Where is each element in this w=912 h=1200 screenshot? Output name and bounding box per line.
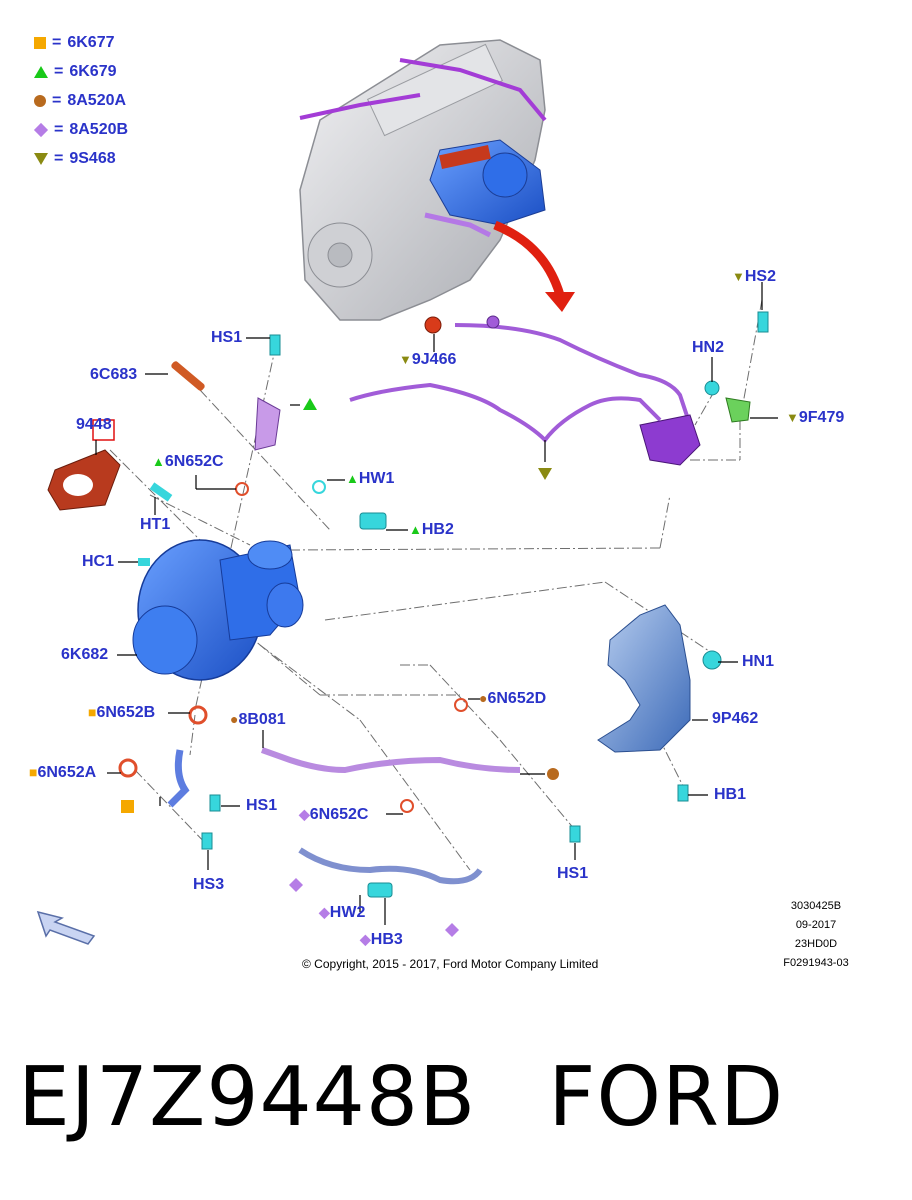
circle-icon: [34, 95, 46, 107]
diamond-icon: ◆: [299, 806, 310, 822]
label-text: HW2: [329, 904, 366, 921]
fasteners: [118, 311, 769, 898]
legend-label: 6K677: [67, 34, 115, 51]
actuator-assembly: [639, 414, 701, 466]
label-6n652a: ■6N652A: [29, 764, 96, 782]
legend-item: = 6K679: [34, 63, 117, 81]
part-number: EJ7Z9448B: [18, 1050, 477, 1145]
diamond-icon: ◆: [319, 904, 330, 920]
heat-shield-9p462: [597, 604, 691, 753]
triangle-up-icon: ▲: [409, 522, 422, 537]
label-6n652c: ▲6N652C: [152, 453, 224, 471]
label-text: 6N652D: [487, 690, 547, 707]
square-icon: [34, 37, 46, 49]
copyright-notice: © Copyright, 2015 - 2017, Ford Motor Com…: [302, 957, 599, 971]
triangle-up-icon: ▲: [152, 454, 165, 469]
gasket-9448: [47, 419, 121, 511]
label-6n652b: ■6N652B: [88, 704, 155, 722]
label-hb2: ▲HB2: [409, 521, 454, 539]
drawing-code: 23HD0D: [794, 938, 838, 950]
triangle-down-icon: ▼: [786, 410, 799, 425]
label-text: 6N652A: [37, 764, 97, 781]
diamond-icon: [33, 122, 49, 138]
legend-equals: =: [52, 34, 62, 51]
turbocharger-6k682: [132, 539, 304, 681]
label-text: 9J466: [411, 351, 457, 368]
legend-symbols-in-diagram: [121, 398, 559, 937]
label-ht1: HT1: [140, 516, 171, 533]
label-hs1-mid: HS1: [246, 797, 278, 814]
label-connectors: [95, 282, 778, 925]
legend-label: 9S468: [69, 150, 116, 167]
label-hb1: HB1: [714, 786, 747, 803]
triangle-down-icon: ▼: [399, 352, 412, 367]
legend-label: 8A520B: [69, 121, 129, 138]
square-icon: ■: [88, 704, 97, 720]
legend-item: = 9S468: [34, 150, 116, 168]
label-text: HS2: [744, 268, 776, 285]
label-hc1: HC1: [82, 553, 115, 570]
exploded-parts-diagram: [36, 39, 778, 945]
orientation-arrow-icon: [36, 910, 96, 945]
triangle-up-icon: [34, 66, 48, 78]
triangle-up-icon: ▲: [346, 471, 359, 486]
legend-equals: =: [54, 63, 64, 80]
label-8b081: ●8B081: [230, 711, 286, 729]
engine-illustration: [299, 39, 547, 321]
square-icon: ■: [29, 764, 38, 780]
legend-item: = 8A520B: [33, 121, 129, 139]
label-6c683: 6C683: [90, 366, 138, 383]
label-text: HB2: [421, 521, 454, 538]
label-hn2: HN2: [692, 339, 725, 356]
drawing-date: 09-2017: [795, 919, 837, 931]
label-6n652d: ●6N652D: [479, 690, 546, 708]
diamond-icon: ◆: [360, 931, 371, 947]
label-text: HB3: [370, 931, 403, 948]
figure-id: F0291943-03: [783, 957, 849, 969]
legend-equals: =: [54, 150, 64, 167]
label-9448: 9448: [76, 416, 112, 433]
label-text: 8B081: [238, 711, 286, 728]
legend-equals: =: [54, 121, 64, 138]
label-hn1: HN1: [742, 653, 775, 670]
circle-icon: ●: [230, 711, 239, 727]
label-9j466: ▼9J466: [399, 351, 456, 369]
label-hb3: ◆HB3: [360, 931, 403, 949]
label-hs3: HS3: [193, 876, 225, 893]
label-hs1-top: HS1: [211, 329, 243, 346]
label-6n652c-lower: ◆6N652C: [299, 806, 368, 824]
label-text: 6N652C: [164, 453, 224, 470]
circle-icon: ●: [479, 690, 488, 706]
label-6k682: 6K682: [61, 646, 109, 663]
label-text: HW1: [358, 470, 395, 487]
red-direction-arrow: [493, 220, 565, 297]
hose-assemblies: [167, 323, 692, 885]
legend-label: 8A520A: [67, 92, 127, 109]
brand-name: FORD: [548, 1050, 785, 1145]
label-9p462: 9P462: [712, 710, 759, 727]
legend-equals: =: [52, 92, 62, 109]
legend-item: = 8A520A: [34, 92, 126, 110]
label-text: 6N652B: [96, 704, 156, 721]
triangle-down-icon: ▼: [732, 269, 745, 284]
label-hs2: ▼HS2: [732, 268, 776, 286]
label-text: 9F479: [798, 409, 845, 426]
drawing-number: 3030425B: [790, 900, 842, 912]
legend-label: 6K679: [69, 63, 117, 80]
label-hw2: ◆HW2: [319, 904, 365, 922]
label-hw1: ▲HW1: [346, 470, 394, 488]
part-number-footer: EJ7Z9448B FORD: [18, 1050, 784, 1145]
legend-item: = 6K677: [34, 34, 115, 52]
label-text: 6N652C: [309, 806, 369, 823]
oil-feed-bracket: [254, 397, 281, 451]
triangle-down-icon: [34, 153, 48, 165]
highlight-box: [92, 419, 115, 441]
label-9f479: ▼9F479: [786, 409, 844, 427]
label-hs1-right: HS1: [557, 865, 589, 882]
